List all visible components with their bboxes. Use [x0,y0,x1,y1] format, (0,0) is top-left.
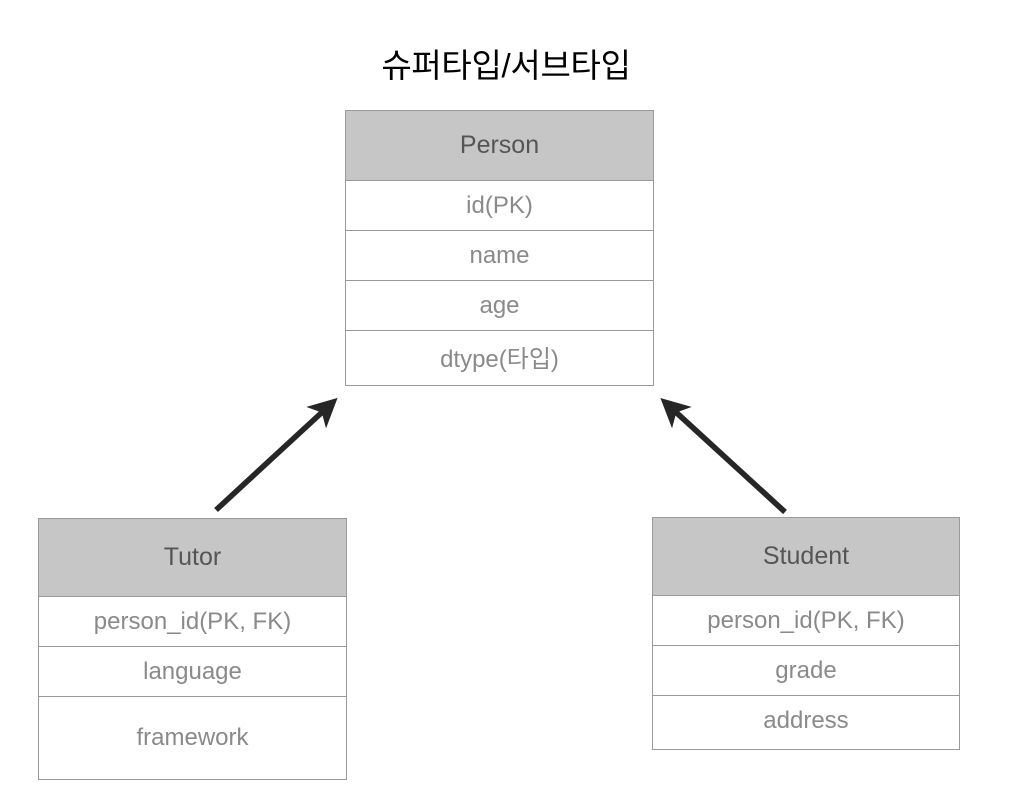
entity-person-attribute-age: age [346,281,653,331]
entity-person-title: Person [346,111,653,181]
entity-student-attribute-person-id: person_id(PK, FK) [653,596,959,646]
page-title: 슈퍼타입/서브타입 [381,47,631,84]
relationship-tutor-to-person[interactable] [214,397,338,513]
entity-person-attribute-id: id(PK) [346,181,653,231]
entity-student-attribute-address: address [653,696,959,746]
relationship-student-to-person[interactable] [660,397,787,515]
entity-tutor-attribute-language: language [39,647,346,697]
entity-tutor-attribute-person-id: person_id(PK, FK) [39,597,346,647]
entity-tutor-attribute-framework: framework [39,697,346,779]
entity-tutor-title: Tutor [39,519,346,597]
entity-student[interactable]: Student person_id(PK, FK) grade address [652,517,960,750]
entity-tutor[interactable]: Tutor person_id(PK, FK) language framewo… [38,518,347,780]
entity-person[interactable]: Person id(PK) name age dtype(타입) [345,110,654,386]
entity-student-attribute-grade: grade [653,646,959,696]
entity-student-title: Student [653,518,959,596]
entity-person-attribute-name: name [346,231,653,281]
entity-person-attribute-dtype: dtype(타입) [346,331,653,381]
